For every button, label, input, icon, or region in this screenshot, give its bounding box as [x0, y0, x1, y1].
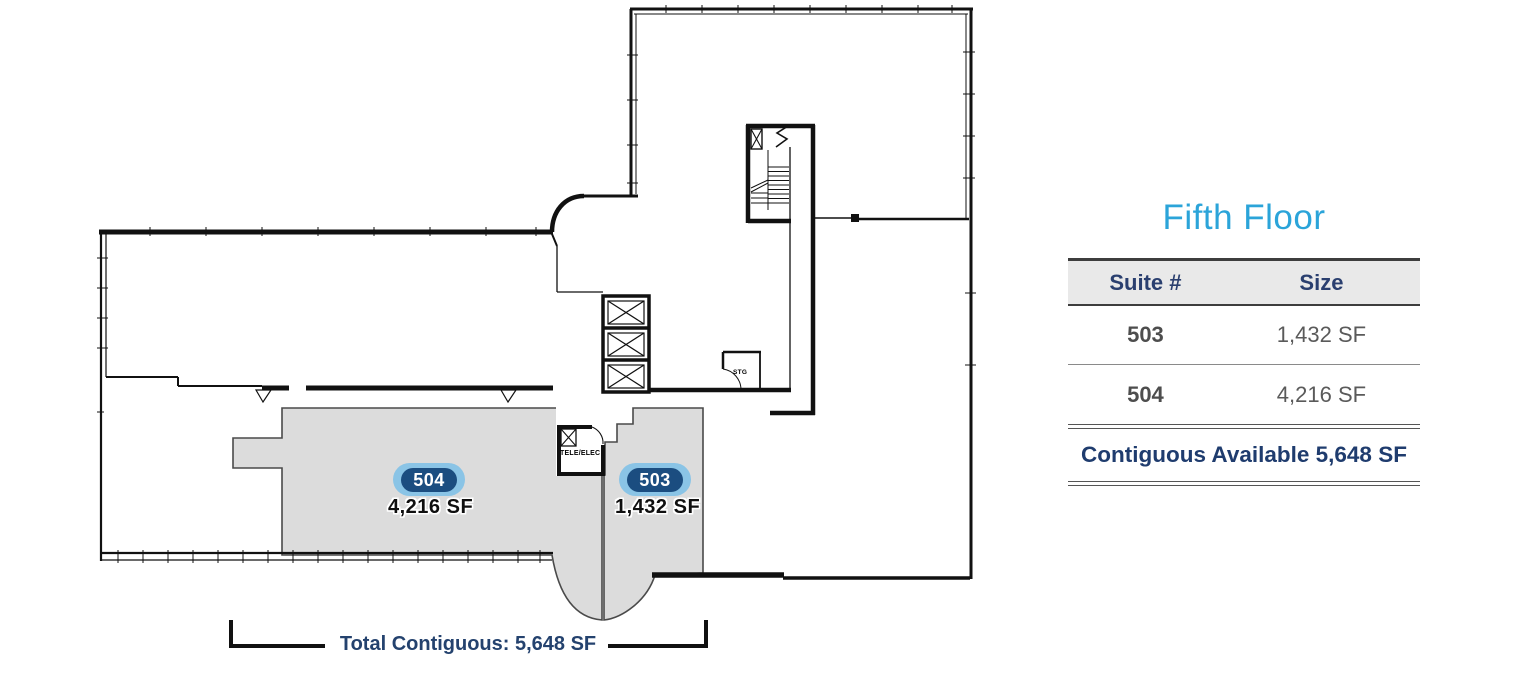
stg-label: STG — [733, 369, 748, 376]
floor-plan-drawing — [97, 5, 976, 648]
suite-504-badge: 504 — [393, 463, 465, 496]
suite-503-area — [603, 407, 704, 621]
table-row: 503 1,432 SF — [1068, 306, 1420, 365]
suite-table: Suite # Size 503 1,432 SF 504 4,216 SF C… — [1068, 258, 1420, 486]
storage-room — [721, 350, 761, 391]
row-suite-size: 4,216 SF — [1276, 381, 1367, 407]
tele-elec-label: TELE/ELEC — [560, 450, 601, 457]
stairwell — [745, 123, 815, 224]
row-suite-size: 1,432 SF — [1276, 322, 1367, 347]
elevator-bank — [601, 294, 651, 394]
upper-block-outline — [627, 5, 976, 580]
header-suite: Suite # — [1109, 269, 1182, 295]
total-contiguous-label: Total Contiguous: 5,648 SF — [339, 633, 597, 655]
core-walls — [549, 125, 816, 416]
suite-503-size-label: 1,432 SF — [615, 496, 701, 518]
suite-503-badge: 503 — [619, 463, 691, 496]
panel-title: Fifth Floor — [1162, 198, 1326, 237]
suite-504-size-label: 4,216 SF — [388, 496, 474, 518]
double-rule — [1068, 424, 1420, 429]
contiguous-bracket — [229, 620, 708, 648]
row-suite-number: 503 — [1127, 322, 1164, 347]
contiguous-available-row: Contiguous Available 5,648 SF — [1081, 442, 1407, 467]
header-size: Size — [1299, 269, 1344, 295]
table-header-row: Suite # Size — [1068, 261, 1420, 306]
suite-504-area — [232, 407, 603, 621]
suite-503-number: 503 — [627, 467, 683, 492]
tele-elec-room — [556, 406, 605, 476]
suite-504-number: 504 — [401, 467, 457, 492]
left-wing-walls — [97, 227, 553, 563]
double-rule — [1068, 481, 1420, 486]
availability-panel: Fifth Floor Suite # Size 503 1,432 SF 50… — [1068, 198, 1420, 486]
table-row: 504 4,216 SF — [1068, 365, 1420, 424]
row-suite-number: 504 — [1127, 381, 1164, 407]
